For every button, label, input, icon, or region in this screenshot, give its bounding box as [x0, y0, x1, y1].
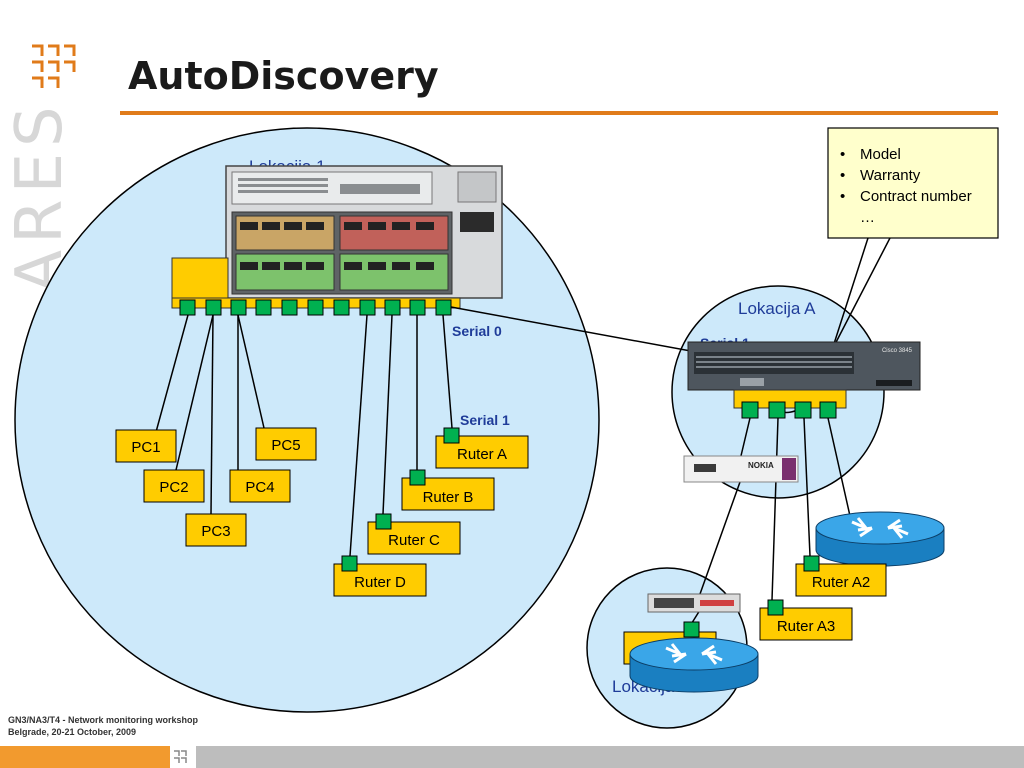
bottom-bar-gray: [196, 746, 1024, 768]
link-pc3: [210, 314, 214, 515]
ruter-c-port: [375, 513, 392, 530]
pc3-node: PC3: [185, 513, 247, 547]
switch-port: [179, 299, 196, 316]
switch-port: [307, 299, 324, 316]
callout-item-contract: Contract number: [860, 188, 972, 205]
ruter-a2-label: Ruter A2: [812, 574, 870, 591]
link-a-nokia: [739, 417, 751, 461]
a3-device: [647, 593, 741, 613]
ruter-a3-label: Ruter A3: [777, 618, 835, 635]
svg-text:•: •: [840, 188, 845, 205]
nokia-label: NOKIA: [748, 461, 774, 470]
pc1-node: PC1: [115, 429, 177, 463]
switch-port: [359, 299, 376, 316]
switch-port: [255, 299, 272, 316]
location-a-port: [741, 401, 759, 419]
location-a-ports: [741, 401, 837, 419]
location-a-port: [819, 401, 837, 419]
switch-port: [333, 299, 350, 316]
switch-port: [384, 299, 401, 316]
geant-logo-icon: [32, 44, 76, 88]
footer-line-1: GN3/NA3/T4 - Network monitoring workshop: [8, 715, 199, 725]
link-a-ruter-a3: [771, 417, 779, 601]
ruter-a2-node: Ruter A2: [795, 555, 887, 597]
nokia-device: NOKIA: [683, 455, 799, 483]
location-a-port: [768, 401, 786, 419]
link-a-cloud-router: [827, 417, 851, 517]
switch-port: [205, 299, 222, 316]
a3-port: [683, 621, 700, 638]
link-ruter-a: [442, 314, 453, 429]
core-switch: [225, 165, 503, 299]
location-a-port-strip: [733, 389, 847, 409]
pc4-node: PC4: [229, 469, 291, 503]
ruter-b-node: Ruter B: [401, 469, 495, 511]
ruter-c-node: Ruter C: [367, 513, 461, 555]
location-a-port: [794, 401, 812, 419]
callout-item-warranty: Warranty: [860, 167, 921, 184]
location-a-label: Lokacija A: [738, 299, 816, 318]
pc2-label: PC2: [159, 479, 188, 496]
switch-ports: [179, 299, 452, 316]
link-ruter-d: [349, 314, 368, 557]
switch-port: [435, 299, 452, 316]
link-pc5: [237, 314, 265, 429]
switch-port: [230, 299, 247, 316]
info-callout: • Model • Warranty • Contract number …: [827, 127, 999, 239]
svg-text:•: •: [840, 146, 845, 163]
switch-port: [409, 299, 426, 316]
bottom-bar-orange: [0, 746, 170, 768]
ruter-a2-port: [803, 555, 820, 572]
callout-item-more: …: [860, 209, 875, 226]
cisco-label: Cisco 3845: [882, 348, 913, 354]
ruter-b-label: Ruter B: [423, 489, 474, 506]
location-a-router: Cisco 3845: [687, 341, 921, 391]
page-title: AutoDiscovery: [128, 54, 439, 98]
pc2-node: PC2: [143, 469, 205, 503]
link-pc1: [155, 314, 189, 433]
serial0-label: Serial 0: [452, 323, 502, 339]
title-rule: [120, 111, 998, 115]
pc5-label: PC5: [271, 437, 300, 454]
ruter-a-node: Ruter A: [435, 427, 529, 469]
svg-text:•: •: [840, 167, 845, 184]
link-nokia-a3: [699, 481, 741, 595]
pc1-label: PC1: [131, 439, 160, 456]
ruter-a-port: [443, 427, 460, 444]
ruter-a3-port: [767, 599, 784, 616]
ruter-d-port: [341, 555, 358, 572]
pc5-node: PC5: [255, 427, 317, 461]
callout-item-model: Model: [860, 146, 901, 163]
ruter-a3-node: Ruter A3: [759, 599, 853, 641]
link-serial0: [450, 306, 719, 357]
ruter-b-port: [409, 469, 426, 486]
callout-pointer: [831, 237, 891, 351]
link-ruter-c: [382, 314, 393, 515]
switch-port: [281, 299, 298, 316]
link-a-ruter-a2: [803, 417, 811, 557]
ruter-d-label: Ruter D: [354, 574, 406, 591]
links: [155, 237, 891, 627]
ruter-a-label: Ruter A: [457, 446, 507, 463]
pc4-label: PC4: [245, 479, 274, 496]
ruter-c-label: Ruter C: [388, 532, 440, 549]
link-pc2: [175, 314, 214, 471]
footer: GN3/NA3/T4 - Network monitoring workshop…: [8, 714, 198, 738]
ruter-d-node: Ruter D: [333, 555, 427, 597]
router-cylinder-icon: [815, 511, 945, 567]
callout-pointer: [831, 237, 869, 351]
router-cylinder-icon: [629, 637, 759, 693]
footer-line-2: Belgrade, 20-21 October, 2009: [8, 727, 137, 737]
pc3-label: PC3: [201, 523, 230, 540]
footer-logo-icon: [174, 750, 187, 763]
bottom-bar: [0, 746, 1024, 768]
serial1-left-label: Serial 1: [460, 412, 510, 428]
